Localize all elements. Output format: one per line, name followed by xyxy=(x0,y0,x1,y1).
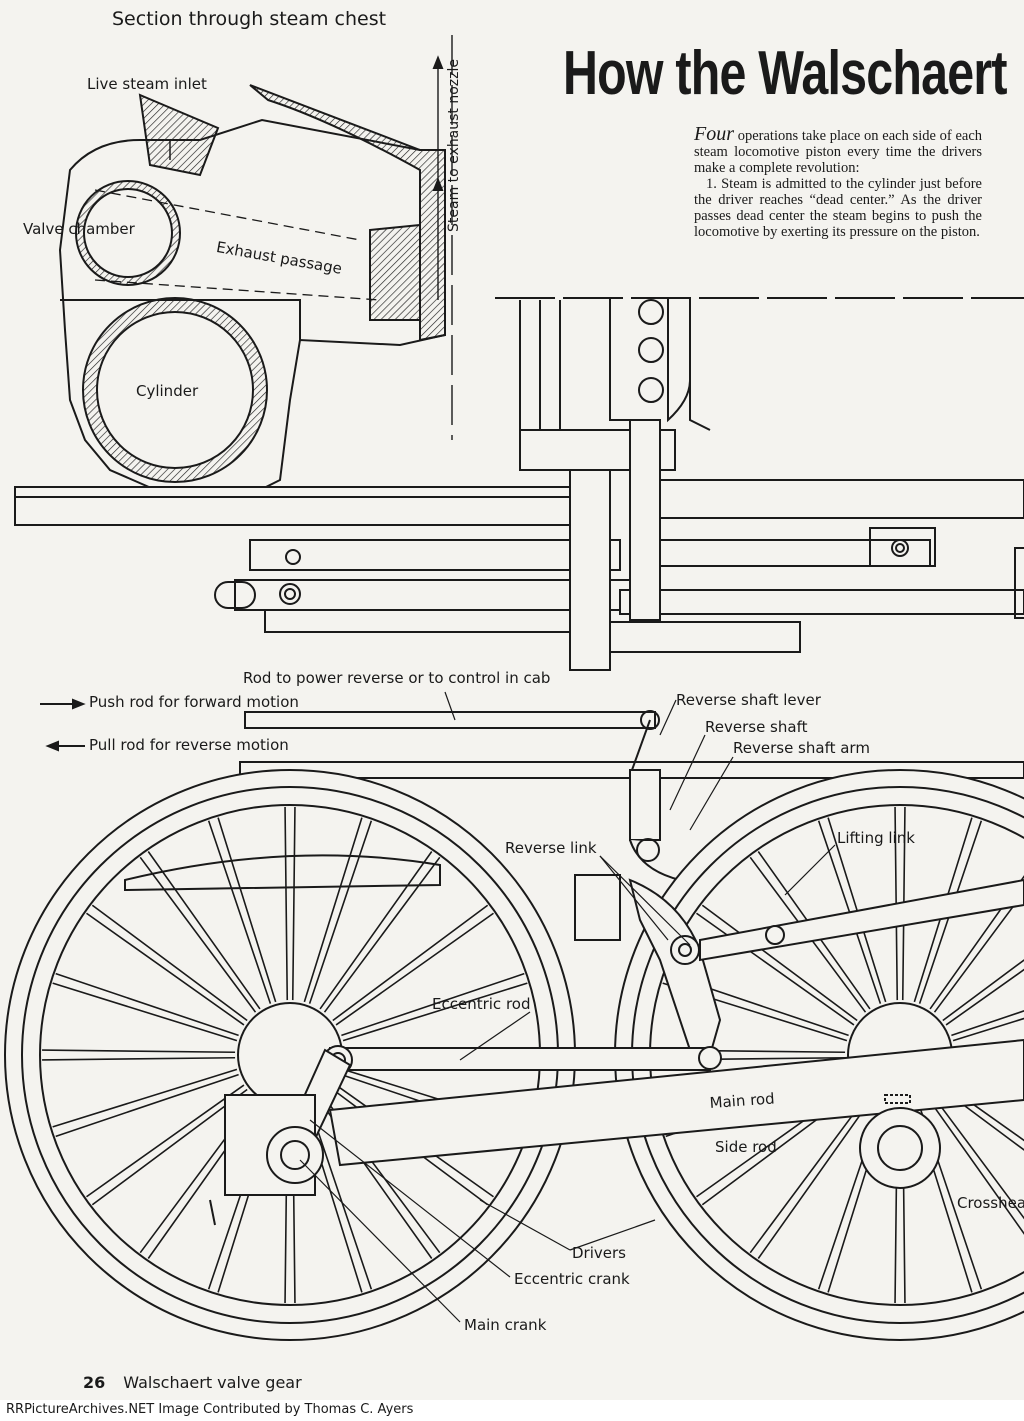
wheel-spoke xyxy=(696,904,858,1026)
intro-paragraph-1: operations take place on each side of ea… xyxy=(694,128,982,176)
image-credit: RRPictureArchives.NET Image Contributed … xyxy=(6,1402,414,1417)
wheel-spoke xyxy=(332,904,494,1026)
label-rod-to-power-reverse: Rod to power reverse or to control in ca… xyxy=(243,669,551,687)
section-title: Section through steam chest xyxy=(112,8,387,30)
label-reverse-shaft-arm: Reverse shaft arm xyxy=(733,739,870,757)
wheel-spoke xyxy=(341,972,528,1042)
label-main-crank: Main crank xyxy=(464,1316,547,1334)
wheel-spoke xyxy=(929,1097,1024,1235)
label-side-rod: Side rod xyxy=(715,1138,777,1156)
label-steam-to-exhaust: Steam to exhaust nozzle xyxy=(446,58,462,232)
label-valve-chamber: Valve chamber xyxy=(23,220,135,238)
label-crosshead: Crosshead xyxy=(957,1194,1024,1212)
page-footer: 26 Walschaert valve gear xyxy=(83,1373,302,1392)
page-number: 26 xyxy=(83,1373,106,1392)
label-reverse-link: Reverse link xyxy=(505,839,597,857)
running-title: Walschaert valve gear xyxy=(123,1373,302,1392)
label-push-rod: Push rod for forward motion xyxy=(89,693,299,711)
wheel-spoke xyxy=(303,817,373,1004)
frame-and-guides xyxy=(14,297,1024,671)
wheel-spoke xyxy=(319,851,441,1013)
wheel-spoke xyxy=(52,1068,239,1138)
wheel-spoke xyxy=(929,875,1024,1013)
label-reverse-shaft-lever: Reverse shaft lever xyxy=(676,691,821,709)
label-drivers: Drivers xyxy=(572,1244,626,1262)
wheel-spoke xyxy=(207,817,277,1004)
page-title: How the Walschaert xyxy=(563,39,1007,108)
wheel-spoke xyxy=(951,1010,1024,1042)
credit-bar xyxy=(0,1400,1024,1421)
label-lifting-link: Lifting link xyxy=(837,829,915,847)
steam-chest-section xyxy=(58,35,453,507)
label-eccentric-rod: Eccentric rod xyxy=(432,995,531,1013)
wheel-spoke xyxy=(86,1084,248,1206)
wheel-spoke xyxy=(86,904,248,1026)
intro-paragraph-2: 1. Steam is admitted to the cylinder jus… xyxy=(694,176,982,240)
label-reverse-shaft: Reverse shaft xyxy=(705,718,808,736)
leader-lines xyxy=(299,691,836,1323)
label-cylinder: Cylinder xyxy=(136,382,199,400)
wheel-spoke xyxy=(139,851,261,1013)
wheel-spoke xyxy=(942,959,1024,1026)
label-eccentric-crank: Eccentric crank xyxy=(514,1270,630,1288)
wheel-spoke xyxy=(749,1097,871,1259)
wheel-spoke xyxy=(42,1049,236,1061)
wheel-spoke xyxy=(52,972,239,1042)
wheel-spoke xyxy=(284,807,296,1001)
intro-text: Four operations take place on each side … xyxy=(694,123,982,240)
intro-dropcap: Four xyxy=(694,123,734,145)
label-live-steam-inlet: Live steam inlet xyxy=(87,75,207,93)
label-pull-rod: Pull rod for reverse motion xyxy=(89,736,289,754)
